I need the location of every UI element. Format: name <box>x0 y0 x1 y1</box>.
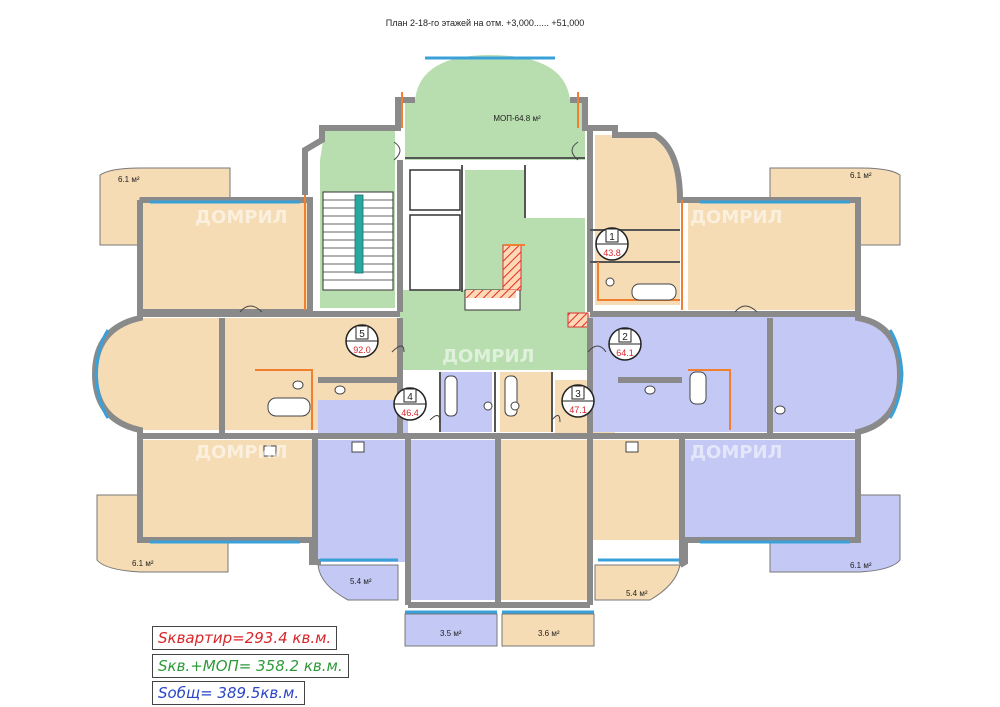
summary-total-area: Sобщ= 389.5кв.м. <box>152 681 306 705</box>
sink-icon <box>625 441 639 453</box>
insulation <box>255 92 731 430</box>
apartment-area: 64.1 <box>616 348 634 358</box>
apartment-badge-3: 3 47.1 <box>561 384 595 418</box>
summary-apartments-area: Sквартир=293.4 кв.м. <box>152 626 338 650</box>
sink-icon <box>351 441 365 453</box>
watermark: ДОМРИЛ <box>690 207 782 228</box>
windows <box>94 56 904 614</box>
room-center-beige <box>500 440 588 600</box>
shaft-2 <box>409 214 461 291</box>
room-4-top <box>318 400 408 434</box>
toilet-icon <box>644 385 656 395</box>
watermarks: ДОМРИЛ ДОМРИЛ ДОМРИЛ ДОМРИЛ ДОМРИЛ <box>195 207 782 463</box>
area-label: 5.4 м² <box>626 589 648 598</box>
room-center-blue <box>410 440 498 600</box>
doors <box>239 141 758 423</box>
bathtub-icon <box>267 397 311 417</box>
toilet-icon <box>510 401 520 411</box>
room-ll <box>140 440 312 540</box>
area-label: 6.1 м² <box>132 559 154 568</box>
room-4-lower <box>318 440 406 562</box>
area-label: 6.1 м² <box>850 171 872 180</box>
toilet-icon <box>483 401 493 411</box>
loggia-bottom-left <box>404 613 498 647</box>
balcony-labels: 6.1 м² 6.1 м² 6.1 м² 6.1 м² 5.4 м² 5.4 м… <box>118 171 872 638</box>
plan-title: План 2-18-го этажей на отм. +3,000......… <box>386 18 584 28</box>
area-label: 3.6 м² <box>538 629 560 638</box>
loggia-bottom-right <box>501 613 595 647</box>
apartment-badge-5: 5 92.0 <box>345 324 379 358</box>
toilet-icon <box>292 380 304 390</box>
apartment-area: 92.0 <box>353 345 371 355</box>
room-lower-right-beige <box>590 440 682 540</box>
watermark: ДОМРИЛ <box>442 346 534 367</box>
bathtub-icon <box>631 283 677 301</box>
summary-apartments-mop-area: Sкв.+МОП= 358.2 кв.м. <box>152 654 349 678</box>
hatch-3 <box>466 290 516 298</box>
toilet-icon <box>774 405 786 415</box>
toilet-icon <box>605 277 615 287</box>
apartment-number: 4 <box>407 392 413 403</box>
hatch-1 <box>502 244 522 291</box>
staircase <box>322 191 394 291</box>
hatch-2 <box>567 312 589 328</box>
room-2 <box>590 315 900 432</box>
balcony-bottom-right <box>769 494 901 573</box>
watermark: ДОМРИЛ <box>195 442 287 463</box>
apartment-area: 46.4 <box>401 408 419 418</box>
apartment-number: 3 <box>575 389 581 400</box>
area-label: 6.1 м² <box>118 175 140 184</box>
watermark: ДОМРИЛ <box>195 207 287 228</box>
room-lr <box>685 440 857 540</box>
bathtub-icon <box>689 371 707 405</box>
area-label: 6.1 м² <box>850 561 872 570</box>
room-ur <box>688 202 858 310</box>
area-label: 3.5 м² <box>440 629 462 638</box>
apartment-badge-4: 4 46.4 <box>393 387 427 421</box>
fixtures <box>263 277 786 457</box>
thin-walls <box>405 157 680 432</box>
apartment-badge-1: 1 43.8 <box>595 227 629 261</box>
apartment-area: 43.8 <box>603 248 621 258</box>
room-ul <box>140 202 310 310</box>
bathtub-icon <box>444 375 458 417</box>
loggia-right <box>594 564 681 601</box>
apartment-number: 5 <box>359 329 365 340</box>
mop-top-wide <box>405 130 585 160</box>
sink-icon <box>263 445 277 457</box>
apartment-number: 1 <box>609 232 615 243</box>
room-fills <box>95 55 901 647</box>
shaft-1 <box>409 169 461 211</box>
toilet-icon <box>334 385 346 395</box>
apartment-number: 2 <box>622 332 628 343</box>
apartment-area: 47.1 <box>569 405 587 415</box>
area-label: 5.4 м² <box>350 577 372 586</box>
apartment-badge-2: 2 64.1 <box>608 327 642 361</box>
walls <box>91 97 904 608</box>
loggia-left <box>317 564 399 601</box>
watermark: ДОМРИЛ <box>690 442 782 463</box>
mop-hall <box>400 315 590 370</box>
room-left-rounded <box>95 318 222 430</box>
mop-label: МОП-64.8 м² <box>493 114 541 123</box>
